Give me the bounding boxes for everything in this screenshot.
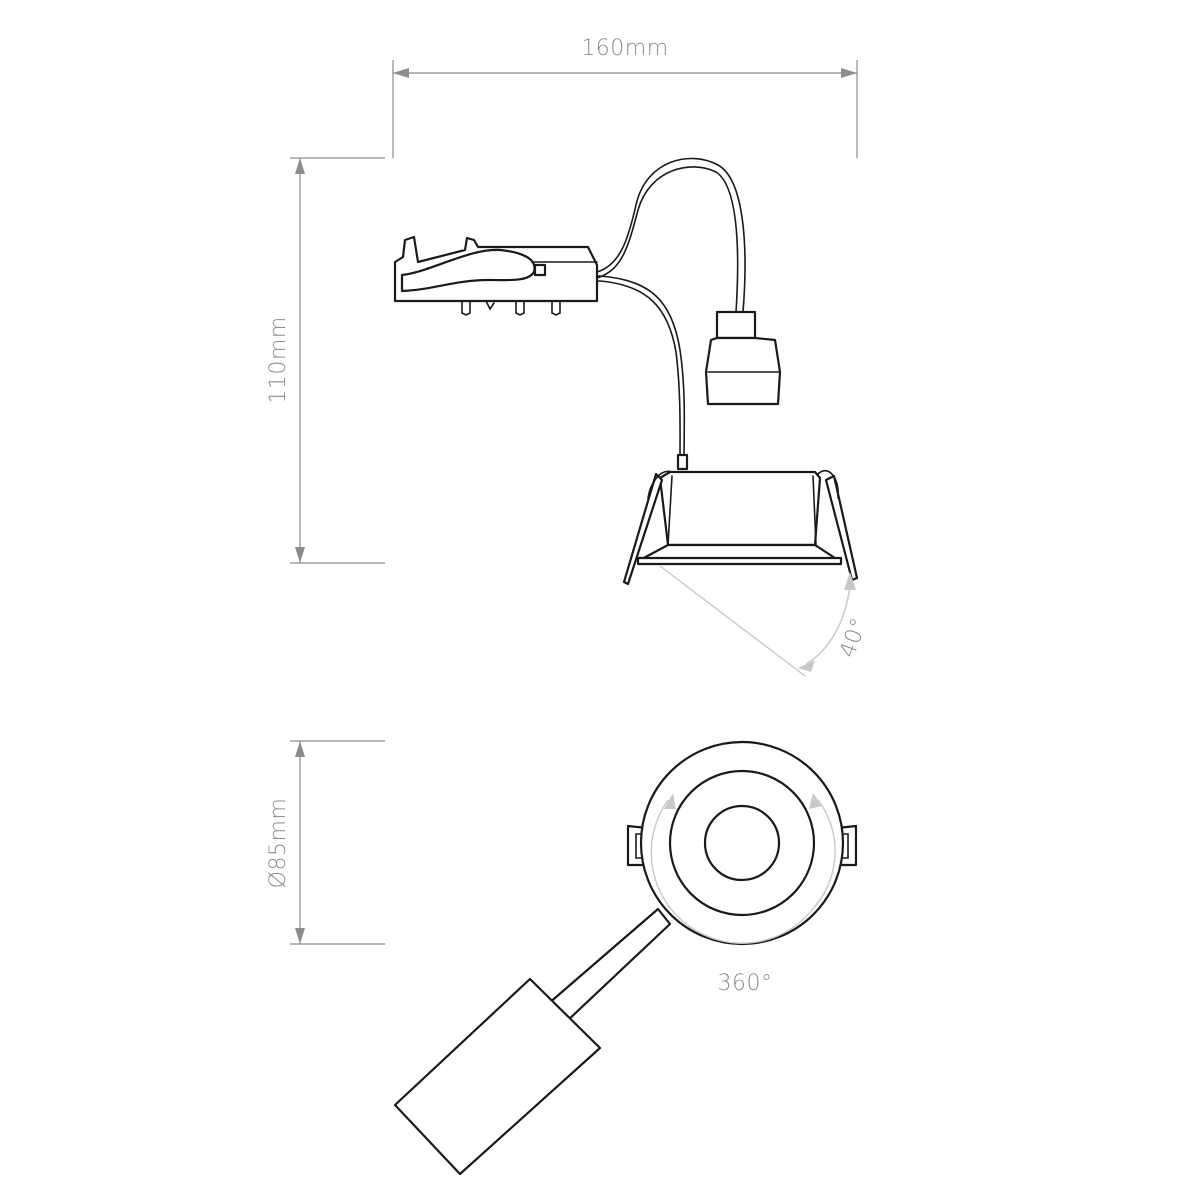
cable-to-connector	[596, 157, 746, 313]
diameter-label: Ø85mm	[266, 798, 291, 889]
cable-to-luminaire	[539, 275, 686, 459]
width-arrow-right	[841, 68, 857, 78]
rotation-angle-label: 360°	[718, 971, 773, 996]
tilt-arrow-top	[844, 572, 856, 590]
diameter-dimension: Ø85mm	[266, 740, 385, 945]
connector-top-body	[393, 977, 602, 1176]
width-arrow-left	[393, 68, 409, 78]
driver-terminal-pins	[461, 300, 561, 316]
spring-clip-right	[824, 474, 859, 582]
width-label: 160mm	[581, 36, 668, 61]
terminal-pin	[515, 300, 525, 316]
cable-to-luminaire-inner	[539, 280, 681, 459]
terminal-pin	[551, 300, 561, 316]
rotation-arc-lower	[650, 799, 817, 944]
connector-body	[704, 336, 782, 406]
terminal-pin	[485, 300, 495, 311]
tilt-arc	[805, 584, 851, 665]
width-dimension: 160mm	[392, 36, 858, 158]
rotation-arc-right	[815, 799, 836, 906]
height-arrow-top	[295, 158, 305, 174]
height-dimension: 110mm	[266, 157, 385, 564]
top-view: 360°	[393, 740, 858, 1176]
tilt-indicator: 40°	[659, 565, 873, 677]
spring-clip-right-hook	[817, 469, 839, 499]
spring-clip-left-hook	[647, 470, 673, 499]
luminaire-side	[622, 469, 859, 586]
luminaire-bezel	[636, 556, 843, 566]
lens	[703, 804, 781, 882]
lamp-connector	[704, 310, 782, 406]
rotation-arrow-right	[809, 793, 822, 809]
tilt-arrow-bottom	[798, 660, 815, 672]
rotation-arrow-left	[664, 793, 676, 809]
cable-arm	[546, 907, 672, 1024]
connector-cap	[715, 310, 757, 340]
height-arrow-bottom	[295, 547, 305, 563]
spring-clip-left	[622, 472, 664, 586]
driver-latch	[533, 263, 547, 277]
luminaire-can	[658, 470, 822, 547]
diameter-arrow-bottom	[295, 928, 305, 944]
tilt-reference-line	[659, 565, 806, 677]
top-view-cable-arm	[393, 907, 672, 1176]
height-label: 110mm	[266, 316, 291, 403]
rotation-indicator: 360°	[650, 793, 836, 996]
driver-terminal-block	[393, 235, 599, 316]
terminal-pin	[461, 300, 471, 316]
diameter-arrow-top	[295, 741, 305, 757]
cable-to-connector-inner	[596, 166, 739, 313]
cable-gland	[676, 453, 689, 471]
luminaire-can-edge-right	[812, 475, 817, 546]
side-view: 40°	[393, 157, 873, 677]
luminaire-can-edge-left	[667, 475, 673, 546]
